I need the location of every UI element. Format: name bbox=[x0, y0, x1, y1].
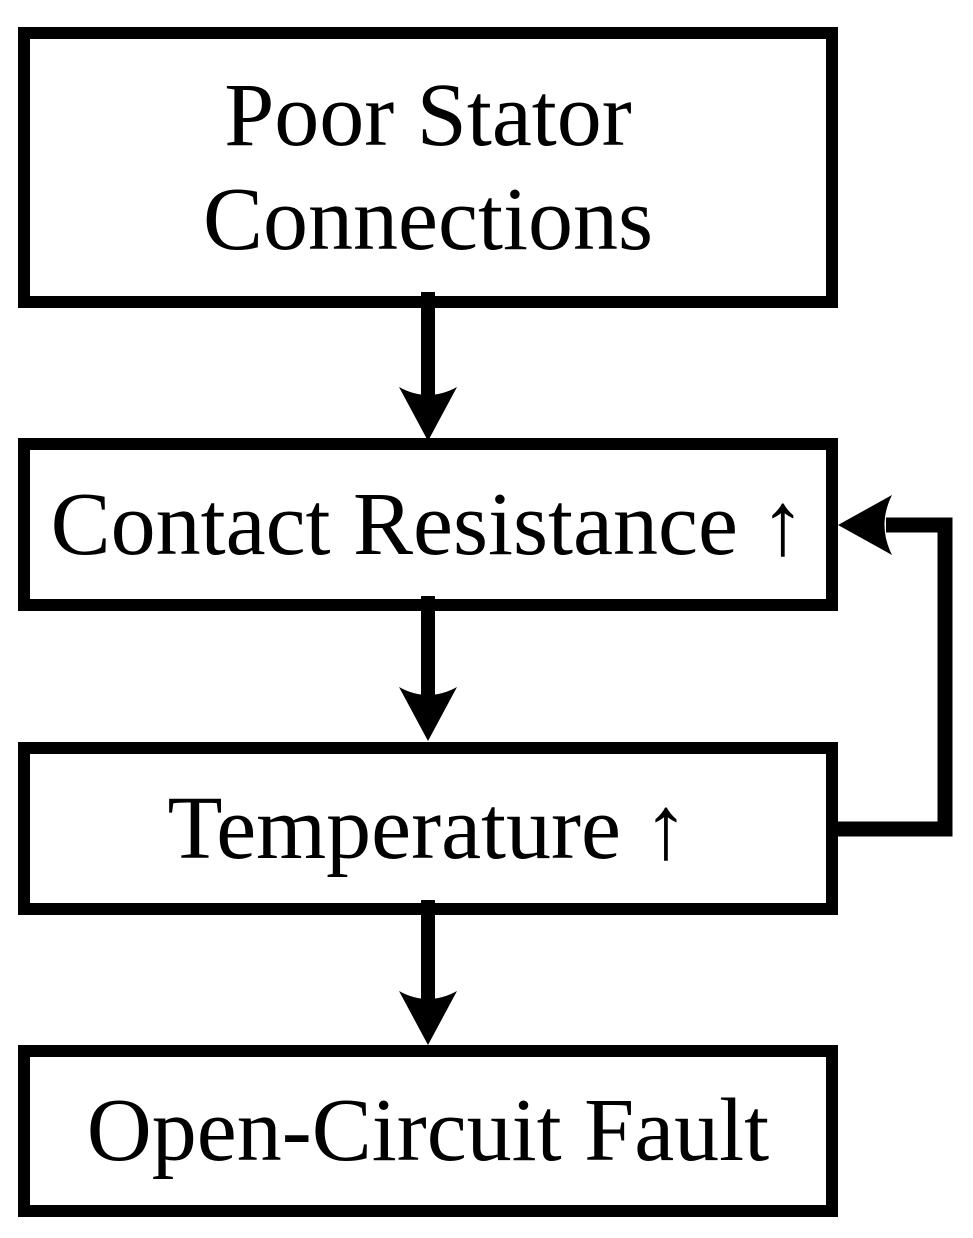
node-label: Open-Circuit Fault bbox=[86, 1081, 770, 1181]
feedback-arrow-temperature-to-contact-resistance-icon bbox=[826, 495, 953, 837]
node-label: Connections bbox=[203, 169, 653, 269]
node-contact-resistance: Contact Resistance ↑ bbox=[18, 438, 838, 611]
node-temperature: Temperature ↑ bbox=[18, 742, 838, 915]
node-label: Poor Stator bbox=[224, 66, 632, 165]
arrow-temperature-to-open-circuit-fault-icon bbox=[399, 900, 457, 1045]
node-open-circuit-fault: Open-Circuit Fault bbox=[18, 1045, 838, 1217]
node-label: Contact Resistance ↑ bbox=[50, 474, 806, 574]
node-poor-stator-connections: Poor Stator Connections bbox=[18, 27, 838, 308]
node-label: Temperature ↑ bbox=[167, 778, 689, 878]
arrow-contact-resistance-to-temperature-icon bbox=[399, 596, 457, 741]
arrow-poor-stator-to-contact-resistance-icon bbox=[399, 292, 457, 441]
